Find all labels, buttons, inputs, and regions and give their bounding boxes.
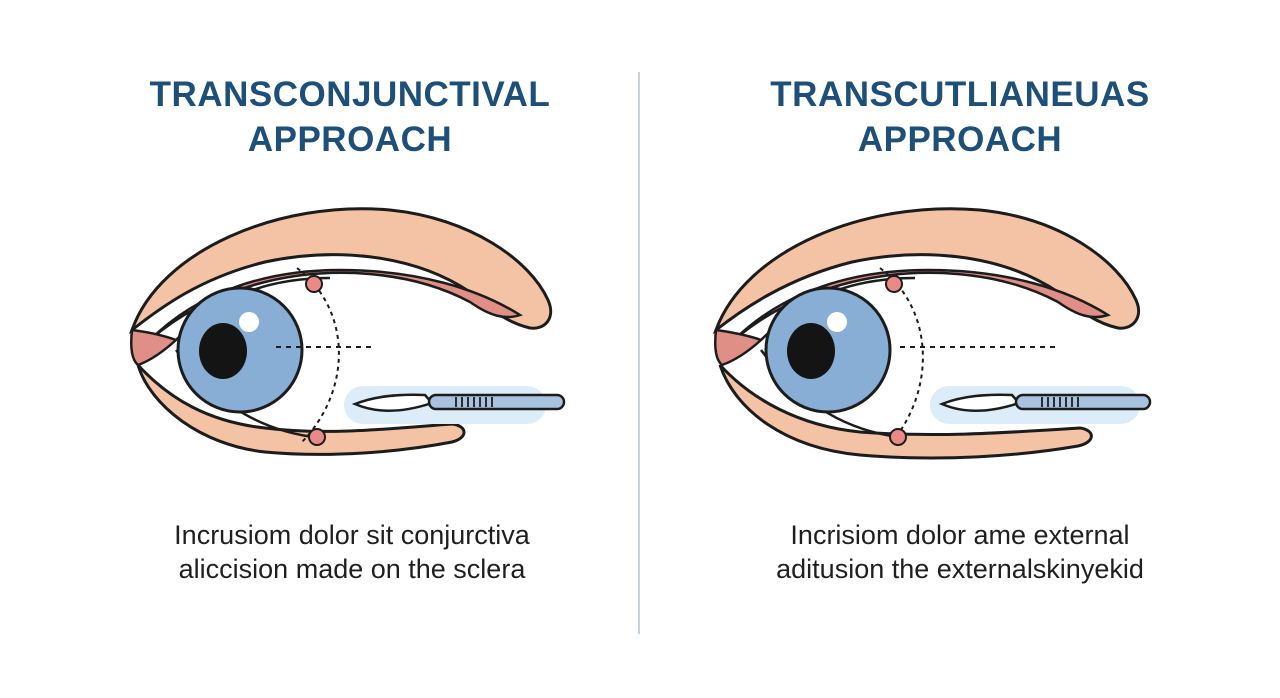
lower-eyelid bbox=[136, 363, 466, 456]
upper-eyelid bbox=[712, 207, 1141, 335]
upper-eyelid bbox=[128, 207, 553, 335]
caption-line-1: Incrisiom dolor ame external bbox=[790, 520, 1130, 550]
incision-marker-icon bbox=[889, 428, 907, 446]
panel-caption: Incrisiom dolor ame external aditusion t… bbox=[640, 518, 1280, 586]
title-line-2: APPROACH bbox=[247, 120, 453, 159]
caption-line-2: aliccision made on the sclera bbox=[178, 554, 526, 584]
eye-illustration bbox=[712, 207, 1152, 460]
title-line-1: TRANSCUTLIANEUAS bbox=[770, 75, 1150, 114]
canthus bbox=[130, 328, 179, 367]
pupil bbox=[199, 323, 247, 379]
eye-icon bbox=[712, 207, 1141, 460]
panel-divider bbox=[638, 72, 640, 634]
title-line-2: APPROACH bbox=[857, 120, 1063, 159]
incision-marker-icon bbox=[305, 275, 323, 293]
pupil-highlight bbox=[239, 312, 259, 332]
scalpel-icon bbox=[930, 386, 1152, 424]
incision-marker-icon bbox=[885, 275, 903, 293]
incision-marker-icon bbox=[308, 428, 326, 446]
lower-eyelid bbox=[718, 363, 1093, 460]
caption-line-2: aditusion the externalskinyekid bbox=[776, 554, 1144, 584]
caption-line-1: Incrusiom dolor sit conjurctiva bbox=[174, 520, 530, 550]
scalpel-icon bbox=[344, 386, 566, 424]
eye-icon bbox=[128, 207, 553, 456]
canthus bbox=[714, 328, 764, 367]
panel-caption: Incrusiom dolor sit conjurctiva aliccisi… bbox=[32, 518, 672, 586]
eye-illustration bbox=[128, 207, 566, 456]
title-line-1: TRANSCONJUNCTIVAL bbox=[149, 75, 551, 114]
panel-title: TRANSCONJUNCTIVAL APPROACH bbox=[30, 72, 670, 162]
pupil bbox=[787, 323, 835, 379]
panel-transcutaneous: TRANSCUTLIANEUAS APPROACH bbox=[640, 0, 1280, 698]
pupil-highlight bbox=[827, 312, 847, 332]
panel-title: TRANSCUTLIANEUAS APPROACH bbox=[640, 72, 1280, 162]
panel-transconjunctival: TRANSCONJUNCTIVAL APPROACH bbox=[128, 75, 566, 584]
